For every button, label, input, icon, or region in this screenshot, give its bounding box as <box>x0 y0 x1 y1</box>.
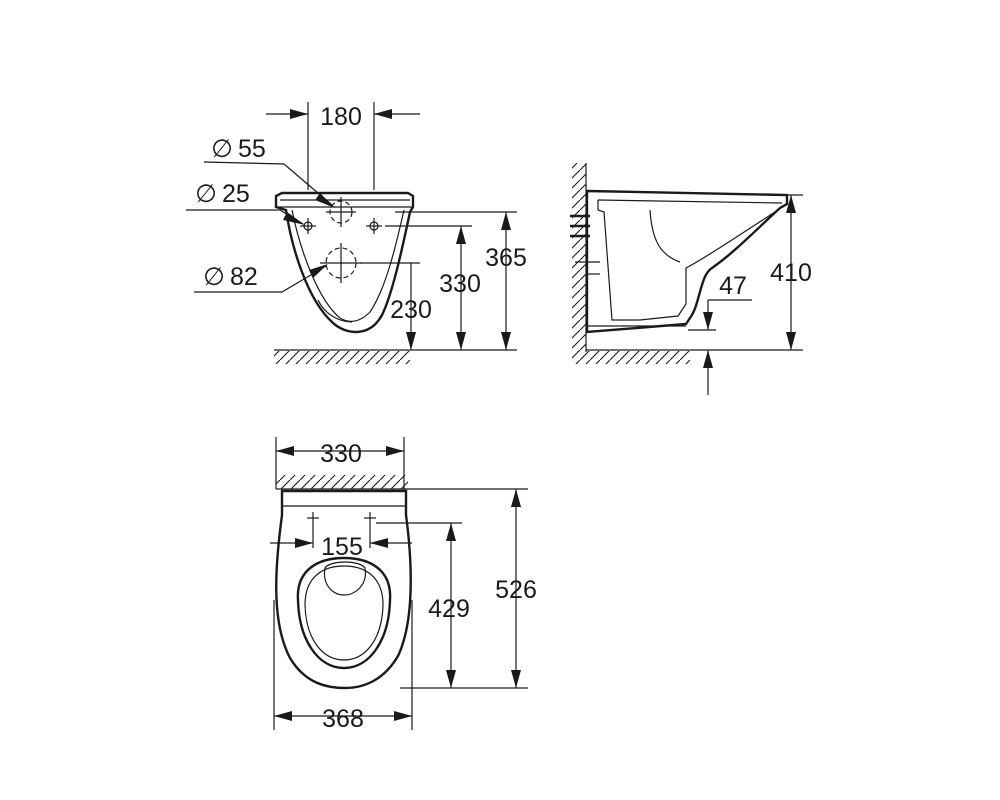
dim-label-330-height: 330 <box>439 270 481 298</box>
top-view: 330 155 429 526 368 <box>270 437 537 733</box>
outlet-symbol <box>320 243 362 283</box>
dim-label-368: 368 <box>322 705 364 733</box>
dim-label-410: 410 <box>770 259 812 287</box>
dim-label-429: 429 <box>428 595 470 623</box>
dim-label-diameter-25: 25 <box>222 180 250 208</box>
front-view: 180 ∅ 55 ∅ 25 ∅ 82 230 330 365 <box>186 102 527 364</box>
side-view: 410 47 <box>570 163 812 395</box>
dim-label-diameter-55: 55 <box>238 135 266 163</box>
dim-label-330-width: 330 <box>320 440 362 468</box>
top-bowl-outline <box>275 489 412 690</box>
diameter-symbol-82: ∅ <box>203 263 225 291</box>
diameter-symbol-55: ∅ <box>211 135 233 163</box>
side-bowl-outline <box>585 189 789 334</box>
dim-label-180: 180 <box>320 103 362 131</box>
dim-label-155: 155 <box>321 533 363 561</box>
fixing-hole-left <box>300 218 316 234</box>
front-bowl-outline <box>274 191 415 334</box>
dim-label-526: 526 <box>495 576 537 604</box>
dim-label-365: 365 <box>485 244 527 272</box>
dim-label-47: 47 <box>719 272 747 300</box>
dim-label-230: 230 <box>390 296 432 324</box>
dim-label-diameter-82: 82 <box>230 263 258 291</box>
inlet-symbol <box>326 197 356 227</box>
fixing-hole-right <box>366 218 382 234</box>
diameter-symbol-25: ∅ <box>195 180 217 208</box>
